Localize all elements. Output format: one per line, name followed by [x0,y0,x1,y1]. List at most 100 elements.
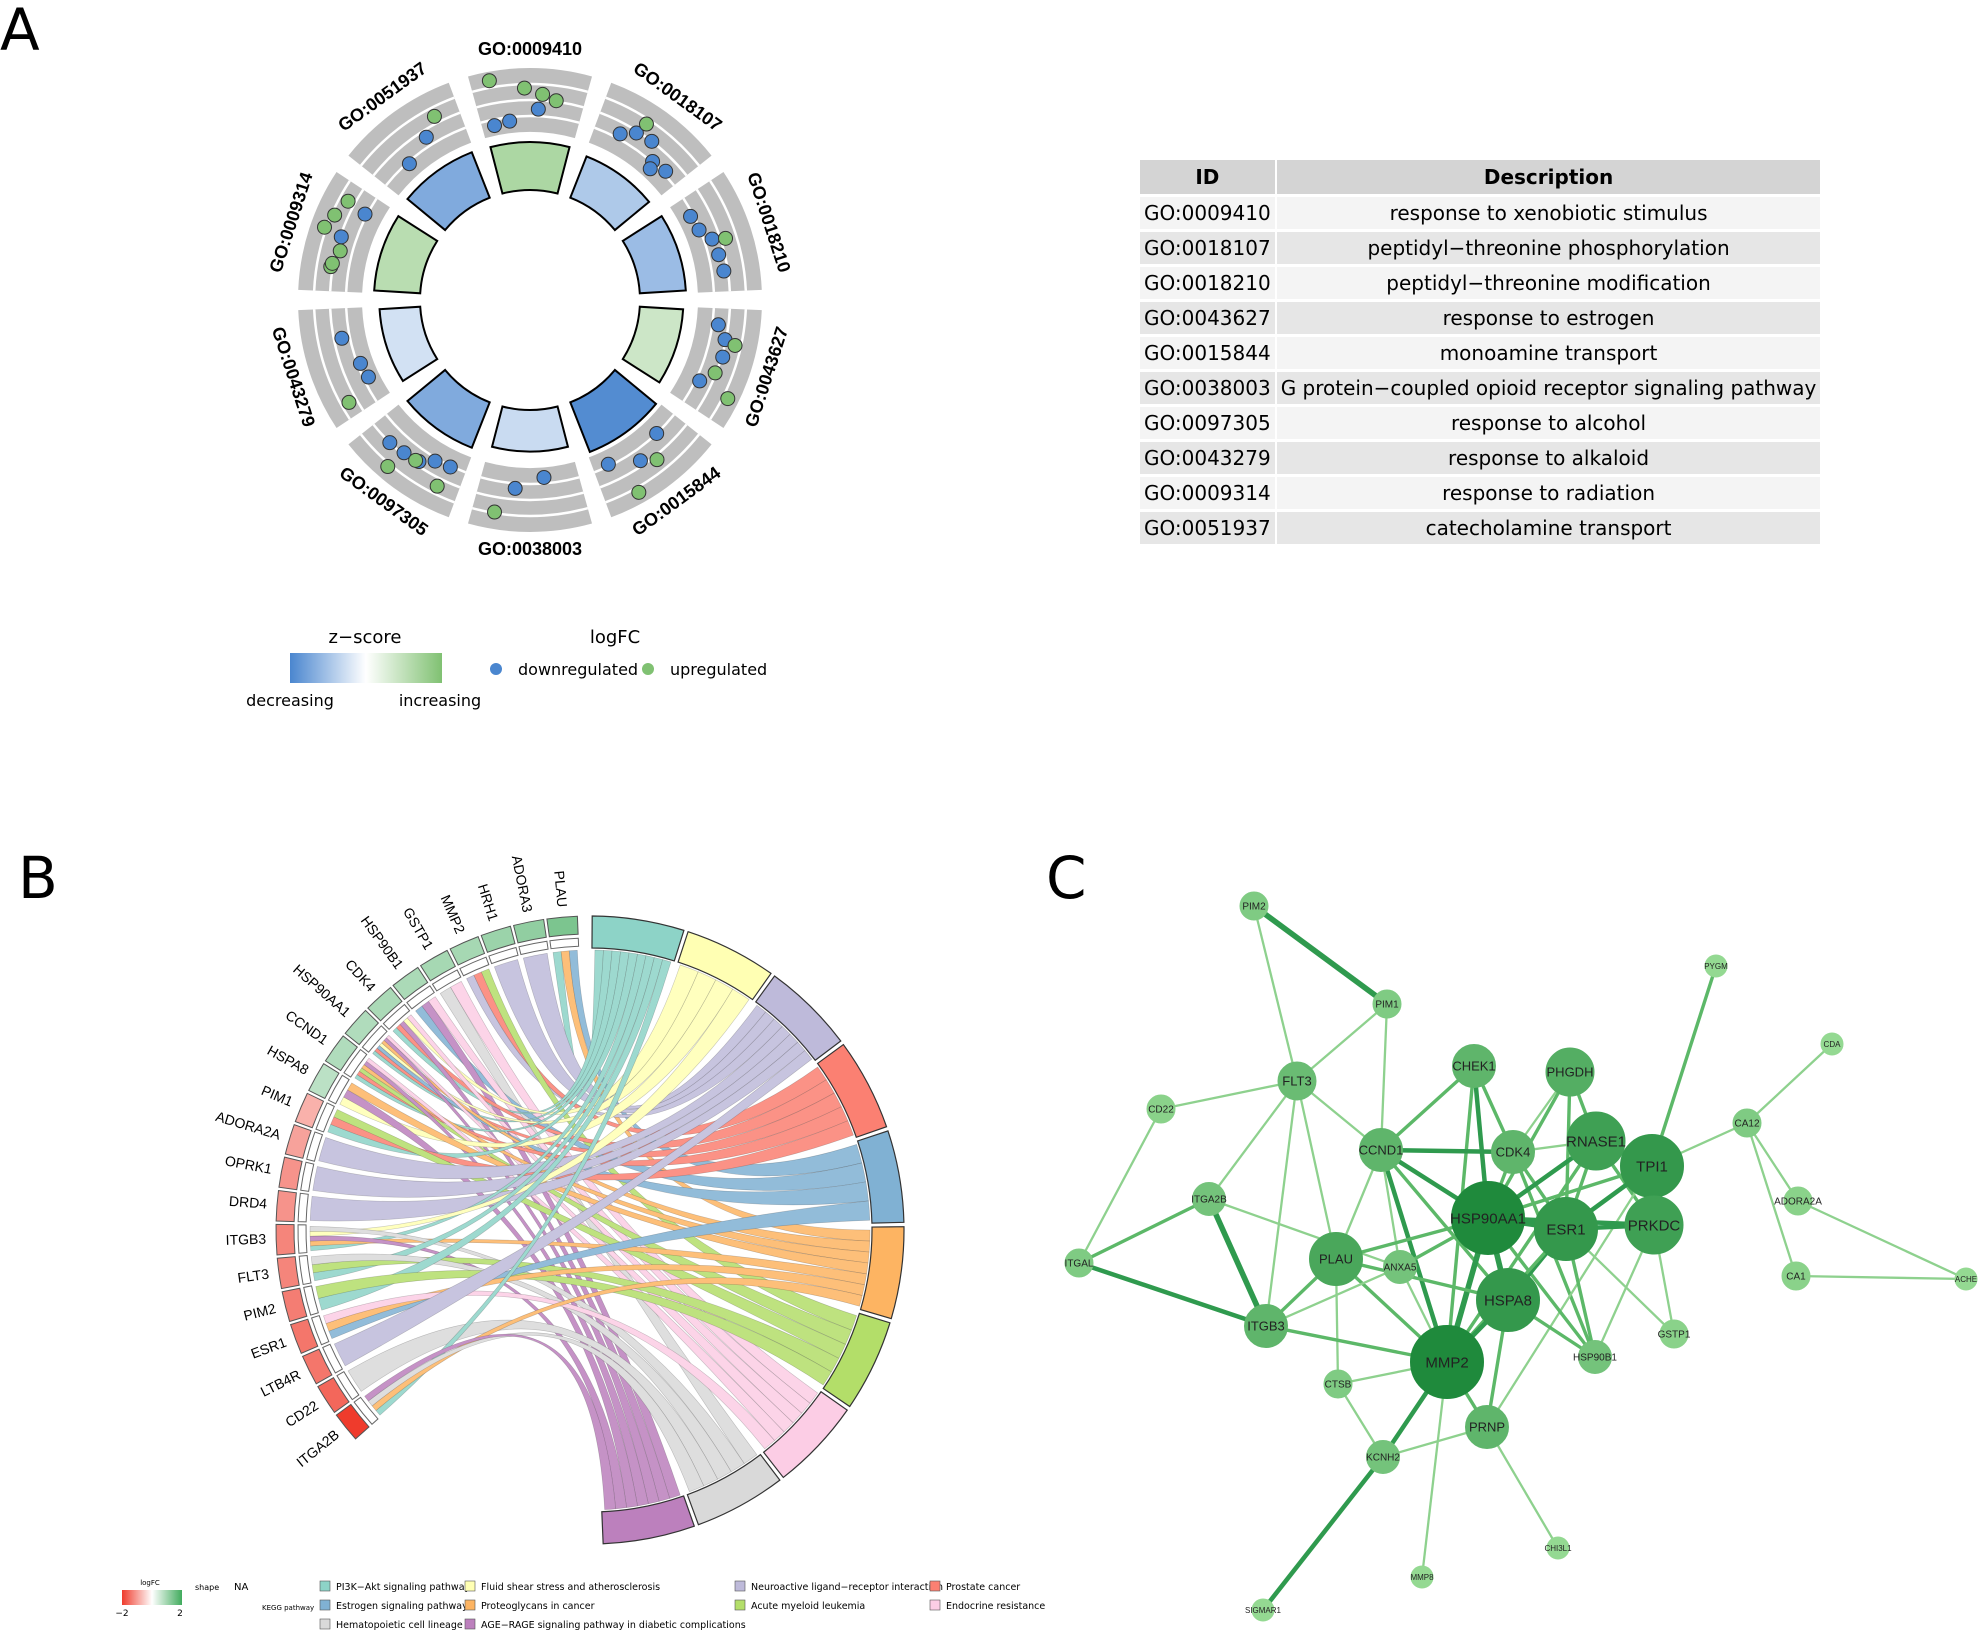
ppi-node-label: SIGMAR1 [1245,1606,1282,1615]
go-description-cell: peptidyl−threonine phosphorylation [1275,230,1821,267]
chord-link [406,1014,803,1424]
chord-logfc-gradient [122,1590,182,1605]
pathway-legend-label: Endocrine resistance [946,1601,1045,1612]
downregulated-point [632,453,648,469]
pathway-legend-swatch [464,1580,476,1592]
kegg-chord-legend: logFC −2 2 shape NA KEGG pathway PI3K−Ak… [115,1579,1045,1631]
gene-logfc-arc [344,1009,380,1046]
panel-label-c: C [1046,844,1087,912]
ppi-node-label: CTSB [1325,1380,1352,1391]
go-circle-plot: GO:0009410GO:0018107GO:0018210GO:0043627… [265,39,794,559]
ppi-node-label: ANXA5 [1384,1263,1417,1274]
upregulated-point [429,478,445,494]
gene-logfc-arc [449,935,486,966]
ppi-node-circle [1366,1440,1400,1474]
zscore-increasing-label: increasing [399,691,481,710]
ppi-node-circle [1546,1536,1570,1560]
go-id-cell: GO:0018210 [1140,265,1277,302]
gene-logfc-arc [317,1376,350,1414]
pathway-arc [591,915,685,962]
ppi-node-circle [1323,1369,1353,1399]
ppi-node: FLT3 [1277,1061,1317,1101]
ppi-node-circle [1251,1598,1275,1622]
gene-inner-arc [431,969,462,992]
pathway-legend-swatch [319,1618,331,1630]
ppi-node-circle [1192,1182,1226,1216]
go-term-sector: GO:0097305 [336,368,491,540]
gene-logfc-arc [324,1035,359,1072]
go-id-cell: GO:0043627 [1140,300,1277,337]
ppi-node: ESR1 [1534,1197,1598,1261]
go-ring-gridline [385,126,467,187]
gene-label: ADORA2A [214,1108,283,1143]
pathway-arc [822,1312,891,1408]
pathway-arc [856,1130,905,1224]
gene-label: HSPA8 [265,1042,312,1078]
ppi-edge [1486,1165,1653,1428]
zscore-bar [621,214,687,295]
gene-inner-arc [310,1314,330,1346]
gene-inner-arc [406,985,435,1010]
ppi-node-label: PIM2 [1242,902,1266,913]
gene-inner-arc [303,1285,319,1316]
ppi-edge [1077,1108,1163,1264]
go-description-cell: response to alcohol [1275,405,1821,442]
ppi-node: PIM1 [1372,989,1402,1019]
kegg-chord-plot: PLAUADORA3HRH1MMP2GSTP1HSP90B1CDK4HSP90A… [214,854,905,1545]
ppi-edge [1264,1080,1299,1327]
upregulated-point [341,394,357,410]
go-description-cell: response to alkaloid [1275,440,1821,477]
ppi-node-label: RNASE1 [1566,1133,1626,1150]
ppi-node-circle [1383,1250,1417,1284]
go-ring-gridline [372,111,461,177]
pathway-arc [601,1495,696,1545]
downregulated-point [442,459,458,475]
ppi-node-circle [1309,1232,1363,1286]
gene-inner-arc [298,1254,312,1286]
go-outer-ring [670,171,762,293]
pathway-legend-label: Fluid shear stress and atherosclerosis [481,1582,660,1593]
ppi-node-label: ITGAL [1065,1259,1094,1270]
pathway-legend-label: Estrogen signaling pathway [336,1601,468,1612]
ppi-node-label: MMP8 [1410,1573,1434,1582]
zscore-gradient-bar [290,653,442,683]
downregulated-point [487,118,503,134]
downregulated-point [612,126,628,142]
chord-link [366,1057,785,1441]
ppi-node-label: CDA [1824,1040,1842,1049]
zscore-legend-title: z−score [329,627,402,648]
ppi-node: RNASE1 [1566,1111,1626,1171]
ppi-node-circle [1781,1261,1811,1291]
gene-inner-arc [297,1192,309,1223]
pathway-legend-label: Neuroactive ligand−receptor interaction [751,1582,943,1593]
gene-logfc-arc [392,966,429,1001]
go-ring-gridline [359,96,455,167]
pathway-legend-swatch [929,1580,941,1592]
upregulated-point [487,504,503,520]
ppi-edge [1379,1148,1510,1302]
chord-link [310,953,647,1252]
gene-label: CD22 [282,1397,321,1430]
gene-logfc-arc [275,1189,297,1223]
ppi-node-label: ADORA2A [1774,1197,1822,1208]
gene-label: OPRK1 [224,1152,274,1177]
downregulated-point [715,349,731,365]
ppi-node-circle [1359,1128,1403,1172]
gene-label: HSP90B1 [358,913,407,972]
downregulated-point [427,453,443,469]
ppi-node-label: PIM1 [1375,1000,1399,1011]
ppi-node: MMP8 [1410,1565,1434,1589]
chord-link [318,1026,791,1180]
chord-link [367,1332,705,1493]
ppi-node-label: KCNH2 [1366,1453,1400,1464]
ppi-node-circle [1476,1268,1540,1332]
gene-label: LTB4R [258,1366,303,1399]
chord-link [312,1033,799,1198]
gene-logfc-arc [512,918,547,944]
upregulated-point [720,391,736,407]
ppi-edge [1380,1147,1514,1155]
chord-logfc-max: 2 [177,1609,183,1619]
go-outer-ring [298,307,390,429]
